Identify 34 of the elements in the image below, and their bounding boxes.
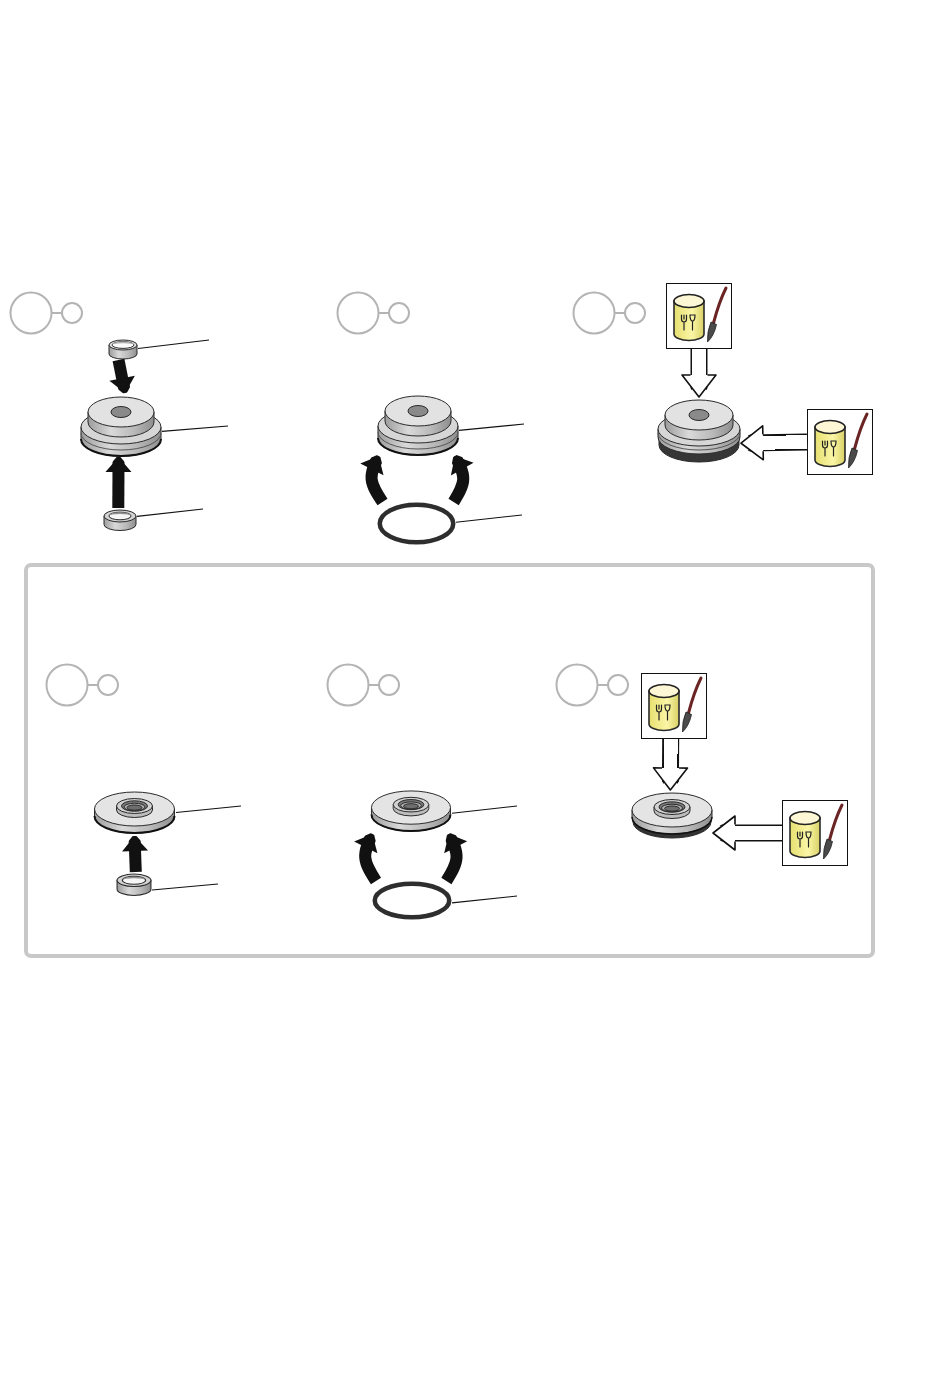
leader-line [175,805,242,814]
sleeve-drawing [108,339,138,360]
seal-drawing [80,393,162,457]
arrow [105,456,132,509]
hollow-arrow [712,815,782,851]
grease-brush-icon [666,283,732,349]
hollow-arrow [652,738,689,791]
leader-line [161,425,229,432]
leader-line [137,339,210,349]
disc-seal-drawing [93,789,176,836]
curved-arrow [441,831,468,885]
leader-line [136,508,204,517]
leader-line [151,883,219,891]
seal-drawing [377,392,459,456]
hollow-arrow [681,349,717,398]
bushing-drawing [103,508,137,532]
o-ring-drawing [377,502,456,545]
leader-line [451,805,518,814]
arrow [122,835,149,873]
hollow-arrow [740,425,808,461]
section-frame [24,563,875,958]
disc-seal-drawing [370,788,452,834]
curved-arrow [448,453,474,506]
grease-brush-icon [782,800,848,866]
leader-line [451,895,518,904]
o-ring-drawing [372,881,452,920]
disc-seal-drawing [631,790,713,840]
seal-drawing [657,397,741,465]
grease-brush-icon [807,409,873,475]
bushing-drawing [116,872,152,897]
grease-brush-icon [641,673,707,739]
leader-line [458,423,525,431]
leader-line [455,514,523,523]
arrow [109,358,135,395]
